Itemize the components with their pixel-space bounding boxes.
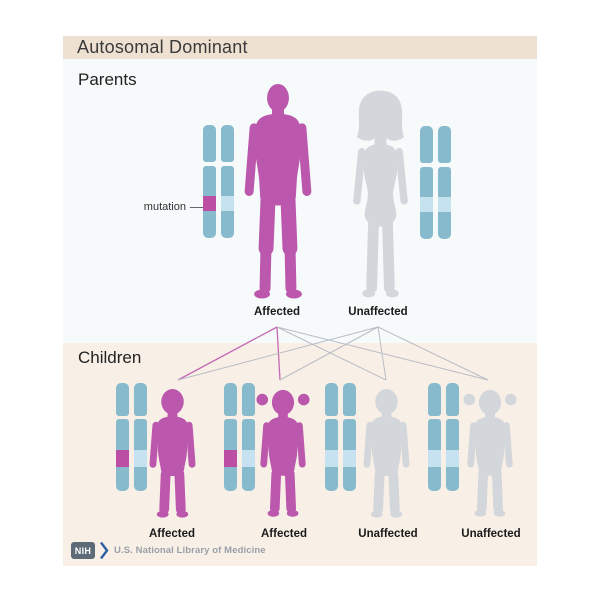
normal-band: [420, 197, 433, 212]
father-chromosome-pair: [203, 125, 234, 238]
org-name: U.S. National Library of Medicine: [114, 545, 266, 556]
normal-band: [428, 450, 441, 467]
child1-chromosome-pair: [116, 383, 147, 491]
mutation-callout: mutation: [88, 201, 203, 213]
normal-band: [221, 196, 234, 211]
chromosome-with-mutation: [116, 383, 129, 491]
chromosome-normal: [134, 383, 147, 491]
footer: NIH U.S. National Library of Medicine: [71, 542, 266, 559]
page-title: Autosomal Dominant: [77, 37, 248, 57]
normal-band: [438, 197, 451, 212]
child2-figure: [256, 388, 310, 523]
mutation-band: [224, 450, 237, 467]
normal-band: [134, 450, 147, 467]
chromosome-normal: [221, 125, 234, 238]
chromosome-with-mutation: [224, 383, 237, 491]
child4-status-label: Unaffected: [461, 528, 521, 540]
mother-status-label: Unaffected: [348, 306, 408, 318]
mutation-band: [203, 196, 216, 211]
child3-figure: [362, 388, 411, 523]
children-heading: Children: [78, 348, 142, 367]
child4-chromosome-pair: [428, 383, 459, 491]
mutation-pointer-line: [190, 206, 203, 208]
title-bar: Autosomal Dominant: [63, 36, 537, 59]
chromosome-normal: [242, 383, 255, 491]
child3-chromosome-pair: [325, 383, 356, 491]
mutation-band: [116, 450, 129, 467]
father-status-label: Affected: [253, 306, 300, 318]
chromosome-normal: [420, 126, 433, 239]
chromosome-normal: [325, 383, 338, 491]
parents-heading: Parents: [78, 70, 137, 89]
nlm-chevron-icon: [100, 542, 109, 559]
normal-band: [446, 450, 459, 467]
father-figure: [243, 84, 313, 303]
mutation-label: mutation: [143, 201, 186, 213]
mother-figure: [349, 89, 412, 303]
chromosome-normal: [343, 383, 356, 491]
mother-chromosome-pair: [420, 126, 451, 239]
child1-status-label: Affected: [148, 528, 195, 540]
chromosome-normal: [446, 383, 459, 491]
chromosome-normal: [428, 383, 441, 491]
normal-band: [343, 450, 356, 467]
nih-logo: NIH: [71, 542, 95, 559]
child2-status-label: Affected: [260, 528, 307, 540]
chromosome-with-mutation: [203, 125, 216, 238]
child2-chromosome-pair: [224, 383, 255, 491]
chromosome-normal: [438, 126, 451, 239]
child4-figure: [463, 388, 517, 523]
normal-band: [325, 450, 338, 467]
child1-figure: [148, 388, 197, 523]
normal-band: [242, 450, 255, 467]
child3-status-label: Unaffected: [358, 528, 418, 540]
